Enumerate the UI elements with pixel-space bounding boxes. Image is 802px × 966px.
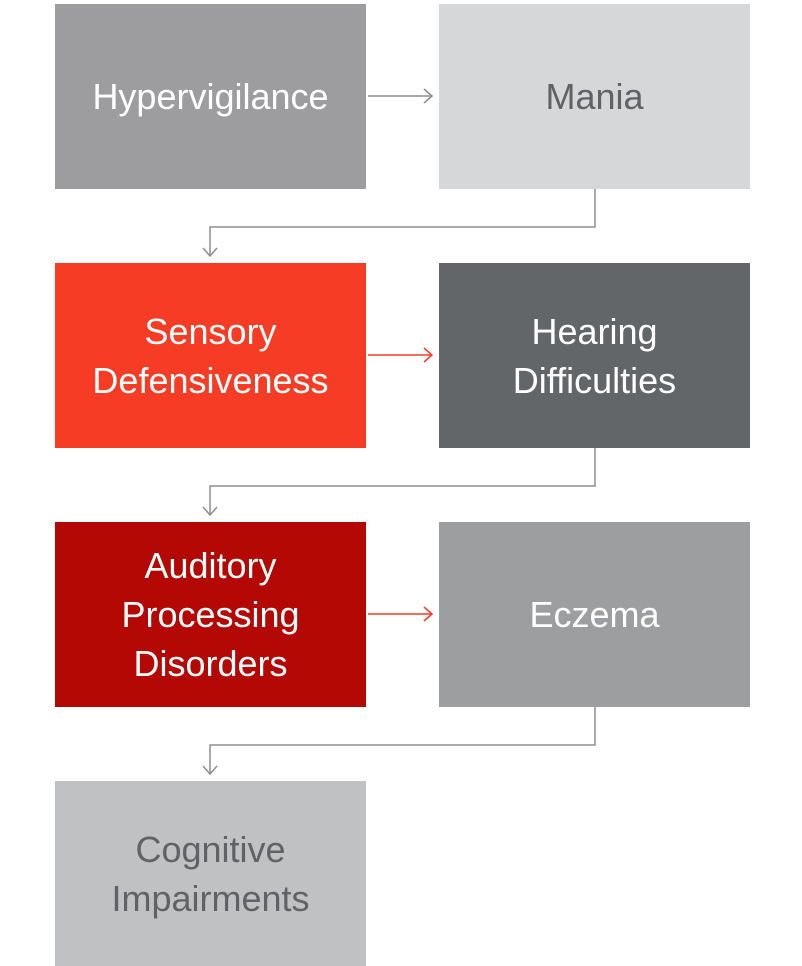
node-hearing-difficulties: Hearing Difficulties bbox=[439, 263, 750, 448]
arrowhead bbox=[423, 88, 434, 104]
arrowhead bbox=[202, 506, 218, 517]
arrowhead bbox=[423, 606, 434, 622]
edge-auditory-processing-disorders-to-eczema bbox=[368, 606, 434, 622]
arrowhead bbox=[202, 247, 218, 258]
edge-line bbox=[209, 189, 596, 256]
node-eczema: Eczema bbox=[439, 522, 750, 707]
edge-hearing-difficulties-to-auditory-processing-disorders bbox=[202, 448, 596, 517]
edge-hypervigilance-to-mania bbox=[368, 88, 434, 104]
node-label: Eczema bbox=[529, 594, 660, 635]
node-hypervigilance: Hypervigilance bbox=[55, 4, 366, 189]
node-mania: Mania bbox=[439, 4, 750, 189]
node-label: Mania bbox=[545, 76, 644, 117]
edge-eczema-to-cognitive-impairments bbox=[202, 707, 596, 776]
node-label: Sensory Defensiveness bbox=[92, 310, 329, 401]
node-label: Cognitive Impairments bbox=[111, 828, 310, 919]
node-auditory-processing-disorders: Auditory Processing Disorders bbox=[55, 522, 366, 707]
arrowhead bbox=[423, 347, 434, 363]
edge-sensory-defensiveness-to-hearing-difficulties bbox=[368, 347, 434, 363]
node-label: Hypervigilance bbox=[92, 76, 329, 117]
node-label: Hearing Difficulties bbox=[512, 310, 677, 401]
edge-line bbox=[209, 448, 596, 515]
edge-mania-to-sensory-defensiveness bbox=[202, 189, 596, 258]
node-label: Auditory Processing Disorders bbox=[121, 545, 300, 684]
node-cognitive-impairments: Cognitive Impairments bbox=[55, 781, 366, 966]
node-sensory-defensiveness: Sensory Defensiveness bbox=[55, 263, 366, 448]
edge-line bbox=[209, 707, 596, 774]
arrowhead bbox=[202, 765, 218, 776]
